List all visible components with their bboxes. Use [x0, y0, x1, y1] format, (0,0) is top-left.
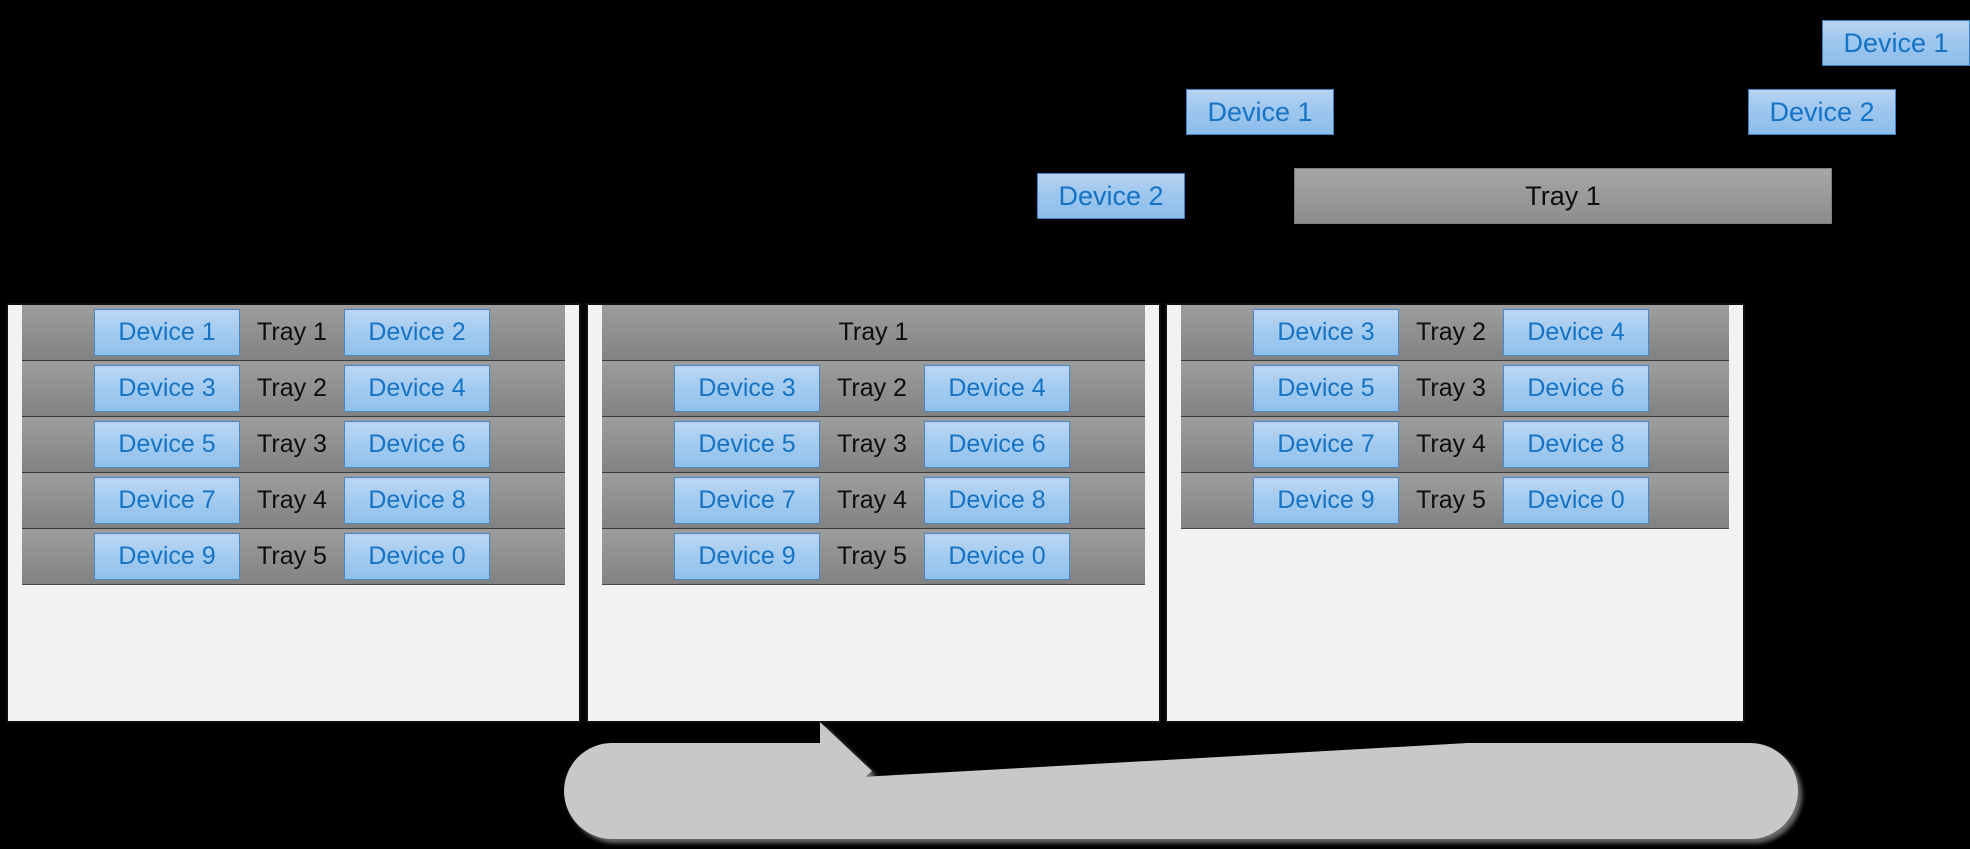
row-spacer-right [1649, 473, 1729, 528]
tray-label: Tray 5 [1416, 486, 1486, 514]
tray-label: Tray 2 [837, 374, 907, 402]
row-spacer-left [1181, 361, 1253, 416]
device-cell-right[interactable]: Device 6 [344, 421, 490, 468]
tray-label: Tray 5 [837, 542, 907, 570]
row-spacer-right [490, 305, 565, 360]
device-cell-left[interactable]: Device 5 [94, 421, 240, 468]
tray-label: Tray 4 [257, 486, 327, 514]
device-cell-right[interactable]: Device 0 [344, 533, 490, 580]
tray-row: Device 5 Tray 3 Device 6 [22, 417, 565, 473]
row-spacer-left [22, 361, 94, 416]
device-cell-right[interactable]: Device 0 [924, 533, 1070, 580]
tray-row: Device 5 Tray 3 Device 6 [602, 417, 1145, 473]
row-spacer-left [602, 361, 674, 416]
tray-label: Tray 1 [257, 318, 327, 346]
device-cell-right[interactable]: Device 0 [1503, 477, 1649, 524]
row-spacer-left [602, 529, 674, 584]
row-spacer-left [1181, 417, 1253, 472]
loop-arrow-shape [564, 722, 1798, 839]
tray-row: Device 7 Tray 4 Device 8 [1181, 417, 1729, 473]
row-spacer-right [490, 473, 565, 528]
floating-device-2-left[interactable]: Device 2 [1037, 173, 1185, 219]
device-cell-left[interactable]: Device 3 [94, 365, 240, 412]
device-cell-right[interactable]: Device 6 [1503, 365, 1649, 412]
row-spacer-right [490, 529, 565, 584]
device-cell-right[interactable]: Device 4 [344, 365, 490, 412]
floating-tray-1[interactable]: Tray 1 [1294, 168, 1832, 224]
device-cell-right[interactable]: Device 4 [1503, 309, 1649, 356]
device-cell-left[interactable]: Device 7 [1253, 421, 1399, 468]
tray-label: Tray 3 [257, 430, 327, 458]
row-spacer-right [490, 417, 565, 472]
row-spacer-left [602, 473, 674, 528]
floating-device-2-right[interactable]: Device 2 [1748, 89, 1896, 135]
tray-label: Tray 2 [1416, 318, 1486, 346]
device-cell-left[interactable]: Device 7 [674, 477, 820, 524]
device-cell-left[interactable]: Device 3 [1253, 309, 1399, 356]
tray-label: Tray 3 [1416, 374, 1486, 402]
row-spacer-right [1070, 361, 1145, 416]
tray-label: Tray 3 [837, 430, 907, 458]
device-cell-left[interactable]: Device 5 [674, 421, 820, 468]
tray-label: Tray 4 [837, 486, 907, 514]
tray-row: Device 7 Tray 4 Device 8 [602, 473, 1145, 529]
tray-row: Device 9 Tray 5 Device 0 [602, 529, 1145, 585]
row-spacer-right [1649, 417, 1729, 472]
tray-row: Device 9 Tray 5 Device 0 [22, 529, 565, 585]
row-spacer-left [1181, 473, 1253, 528]
tray-row: Device 3 Tray 2 Device 4 [22, 361, 565, 417]
row-spacer-left [22, 417, 94, 472]
tray-row: Device 3 Tray 2 Device 4 [602, 361, 1145, 417]
tray-row: Device 9 Tray 5 Device 0 [1181, 473, 1729, 529]
tray-label: Tray 1 [838, 318, 909, 346]
device-cell-right[interactable]: Device 8 [924, 477, 1070, 524]
tray-row: Device 7 Tray 4 Device 8 [22, 473, 565, 529]
tray-label: Tray 2 [257, 374, 327, 402]
row-spacer-left [602, 417, 674, 472]
tray-label: Tray 4 [1416, 430, 1486, 458]
tray-row: Device 1 Tray 1 Device 2 [22, 305, 565, 361]
row-spacer-right [1649, 305, 1729, 360]
row-spacer-right [1070, 417, 1145, 472]
device-cell-right[interactable]: Device 8 [344, 477, 490, 524]
row-spacer-left [1181, 305, 1253, 360]
device-cell-right[interactable]: Device 8 [1503, 421, 1649, 468]
floating-device-1-middle[interactable]: Device 1 [1186, 89, 1334, 135]
tray-row: Device 3 Tray 2 Device 4 [1181, 305, 1729, 361]
panel-middle: Tray 1 Device 3 Tray 2 Device 4 Device 5 Tray… [586, 303, 1161, 723]
floating-device-1-top-right[interactable]: Device 1 [1822, 20, 1970, 66]
row-spacer-right [1649, 361, 1729, 416]
device-cell-left[interactable]: Device 9 [674, 533, 820, 580]
row-spacer-right [490, 361, 565, 416]
row-spacer-right [1070, 529, 1145, 584]
device-cell-left[interactable]: Device 5 [1253, 365, 1399, 412]
device-cell-left[interactable]: Device 1 [94, 309, 240, 356]
device-cell-left[interactable]: Device 9 [1253, 477, 1399, 524]
device-cell-left[interactable]: Device 3 [674, 365, 820, 412]
device-cell-right[interactable]: Device 4 [924, 365, 1070, 412]
row-spacer-left [22, 305, 94, 360]
device-cell-left[interactable]: Device 9 [94, 533, 240, 580]
tray-row: Device 5 Tray 3 Device 6 [1181, 361, 1729, 417]
tray-label: Tray 5 [257, 542, 327, 570]
device-cell-left[interactable]: Device 7 [94, 477, 240, 524]
row-spacer-right [1070, 473, 1145, 528]
row-spacer-left [22, 529, 94, 584]
tray-grid: Tray 1 Device 3 Tray 2 Device 4 Device 5 Tray… [602, 305, 1145, 585]
device-cell-right[interactable]: Device 6 [924, 421, 1070, 468]
device-cell-right[interactable]: Device 2 [344, 309, 490, 356]
row-spacer-left [22, 473, 94, 528]
tray-row: Tray 1 [602, 305, 1145, 361]
